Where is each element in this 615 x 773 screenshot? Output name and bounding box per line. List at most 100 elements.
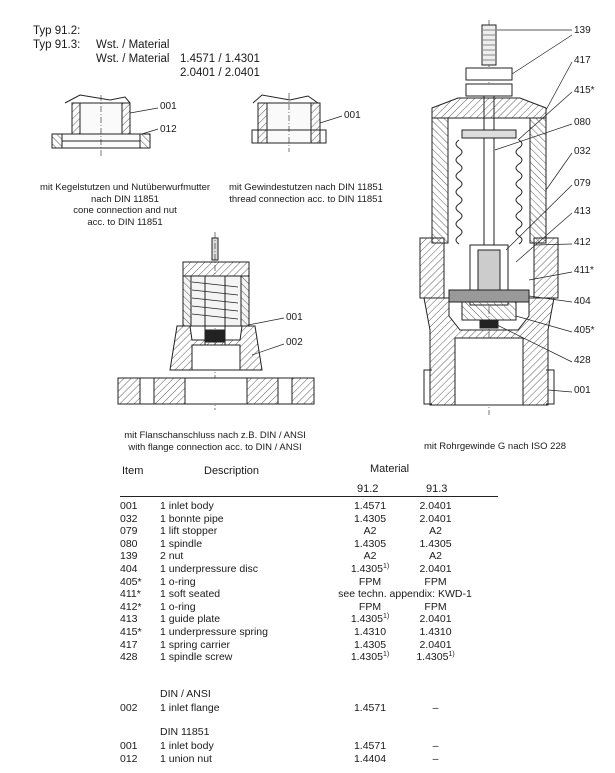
- table-header-rule: [120, 496, 498, 497]
- material-91-3-cell: 2.0401: [398, 500, 473, 513]
- item-cell: 405*: [120, 575, 142, 588]
- din-ansi-heading: DIN / ANSI: [160, 688, 211, 700]
- description-cell: 1 soft seated: [160, 588, 221, 601]
- description-cell: 1 spindle: [160, 537, 203, 550]
- description-cell: 1 union nut: [160, 752, 212, 765]
- description-cell: 1 inlet flange: [160, 702, 220, 714]
- material-label-1: Wst. / Material: [96, 39, 170, 51]
- material-value: 1.4310: [419, 626, 452, 638]
- main-label-001: 001: [574, 385, 591, 396]
- material-value: 1.4404: [353, 752, 387, 765]
- item-cell: 415*: [120, 626, 142, 638]
- main-label-412: 412: [574, 237, 591, 248]
- header-item: Item: [122, 465, 144, 477]
- cone-label-012: 012: [160, 124, 177, 135]
- item-cell: 411*: [120, 588, 141, 601]
- material-91-3-cell: 2.0401: [398, 613, 473, 626]
- material-value: A2: [363, 550, 377, 563]
- header-description: Description: [204, 465, 260, 477]
- main-label-428: 428: [574, 355, 591, 366]
- description-cell: 1 o-ring: [160, 600, 196, 613]
- material-91-3-cell: 1.4310: [398, 626, 473, 639]
- footnote-marker: 1): [448, 651, 455, 659]
- header-line-2: Typ 91.3: Wst. / Material 2.0401 / 2.040…: [33, 24, 260, 80]
- material-91-3-cell: A2: [398, 550, 473, 563]
- description-cell: 1 guide plate: [160, 613, 221, 626]
- description-cell: 1 underpressure spring: [160, 626, 268, 638]
- cone-connection-drawing: [51, 94, 159, 156]
- table-row: 411* 1 soft seated see techn. appendix: KW…: [0, 588, 615, 601]
- cone-label-001: 001: [160, 101, 177, 112]
- material-91-3-cell: FPM: [398, 601, 473, 614]
- material-value: 1.4571: [353, 500, 387, 512]
- material-91-2-cell: 1.4305: [335, 639, 405, 652]
- flange-label-001: 001: [286, 312, 303, 323]
- main-label-413: 413: [574, 206, 591, 217]
- description-cell: 1 underpressure disc: [160, 563, 259, 575]
- table-row: 415* 1 underpressure spring 1.4310 1.4310: [0, 626, 615, 639]
- material-span-cell: see techn. appendix: KWD-1: [338, 588, 472, 601]
- type-91-3: Typ 91.3:: [33, 39, 81, 51]
- material-value: 1.4305: [353, 638, 387, 651]
- main-label-032: 032: [574, 146, 591, 157]
- flange-caption: mit Flanschanschluss nach z.B. DIN / ANS…: [124, 430, 306, 453]
- description-cell: 1 inlet body: [160, 500, 214, 512]
- footnote-marker: 1): [382, 651, 390, 659]
- description-cell: 1 spindle screw: [160, 651, 233, 664]
- footnote-marker: 1): [382, 563, 390, 570]
- main-label-080: 080: [574, 117, 591, 128]
- material-value: 1.4310: [353, 626, 387, 638]
- material-91-3-cell: 2.0401: [398, 513, 473, 526]
- item-cell: 080: [120, 537, 138, 550]
- material-91-2-cell: FPM: [335, 576, 405, 589]
- material-value: –: [432, 740, 439, 752]
- leader-lines: [494, 29, 573, 393]
- material-value: 1.4305: [350, 563, 383, 575]
- item-cell: 079: [120, 525, 138, 538]
- material-value-2: 2.0401 / 2.0401: [180, 67, 260, 79]
- item-cell: 412*: [120, 600, 142, 613]
- thread-label-001: 001: [344, 110, 361, 121]
- flange-label-002: 002: [286, 337, 303, 348]
- item-cell: 001: [120, 500, 138, 512]
- thread-caption: mit Gewindestutzen nach DIN 11851 thread…: [228, 182, 384, 205]
- material-value-1: 1.4571 / 1.4301: [180, 53, 260, 65]
- material-value: FPM: [358, 600, 382, 613]
- material-value: FPM: [424, 575, 447, 588]
- material-91-3-cell: –: [398, 702, 473, 715]
- material-value: 1.4571: [353, 702, 387, 714]
- item-cell: 001: [120, 740, 138, 752]
- type-91-2: Typ 91.2:: [33, 25, 81, 37]
- material-value: 1.4305: [353, 537, 387, 550]
- flange-connection-drawing: [117, 232, 315, 410]
- item-cell: 413: [120, 613, 138, 626]
- main-label-417: 417: [574, 55, 591, 66]
- material-value: –: [432, 752, 439, 765]
- material-91-3-cell: 1.43051): [398, 651, 473, 664]
- material-91-3-cell: 2.0401: [398, 639, 473, 652]
- material-91-2-cell: 1.43051): [335, 563, 405, 576]
- material-value: A2: [429, 525, 442, 538]
- main-label-411: 411*: [574, 265, 594, 276]
- material-91-2-cell: 1.4305: [335, 538, 405, 551]
- header-91-3: 91.3: [426, 483, 448, 495]
- material-91-2-cell: A2: [335, 550, 405, 563]
- table-row: 001 1 inlet body 1.4571 2.0401: [0, 500, 615, 513]
- material-value: 2.0401: [419, 638, 452, 651]
- cone-caption: mit Kegelstutzen und Nutüberwurfmutter n…: [39, 182, 211, 228]
- item-cell: 032: [120, 512, 138, 525]
- material-value: A2: [363, 525, 377, 538]
- material-value: 2.0401: [419, 563, 452, 575]
- material-label-2: Wst. / Material: [96, 53, 170, 65]
